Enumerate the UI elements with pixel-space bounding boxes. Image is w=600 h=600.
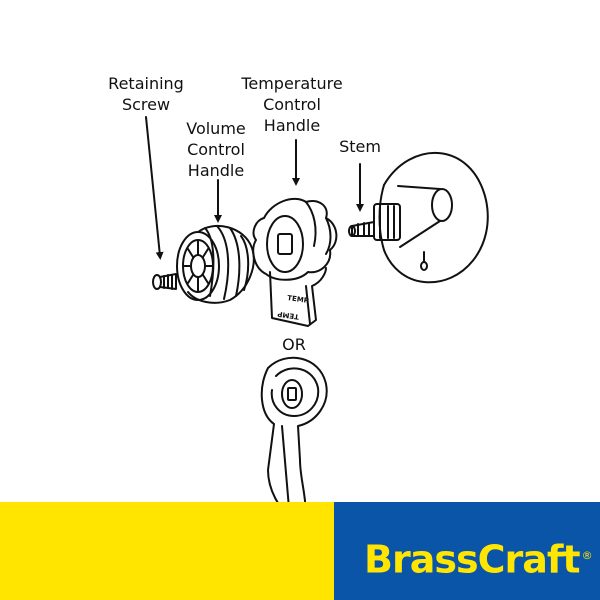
retaining-screw-part [152,273,177,290]
label-temperature-control-handle: Temperature Control Handle [241,74,343,135]
label-retaining-screw: Retaining Screw [108,74,184,114]
temperature-control-handle-part: TEMP TEMP [252,197,338,327]
label-or: OR [282,335,306,354]
volume-control-handle-part [176,224,255,304]
arrow-retaining-screw [145,116,164,260]
brand-banner-yellow [0,502,334,600]
temp-engraving-lower: TEMP [277,310,300,321]
brand-banner-blue [334,502,600,600]
alternative-lever-handle-part [260,356,328,523]
temp-engraving-upper: TEMP [287,294,310,305]
brasscraft-logo: BrassCraft® [364,534,593,582]
stem-and-escutcheon-part [348,152,489,284]
logo-wordmark: BrassCraft [364,537,581,582]
pointer-arrows [145,116,364,260]
label-volume-control-handle: Volume Control Handle [186,119,246,180]
registered-mark: ® [581,549,593,562]
label-stem: Stem [339,137,381,156]
